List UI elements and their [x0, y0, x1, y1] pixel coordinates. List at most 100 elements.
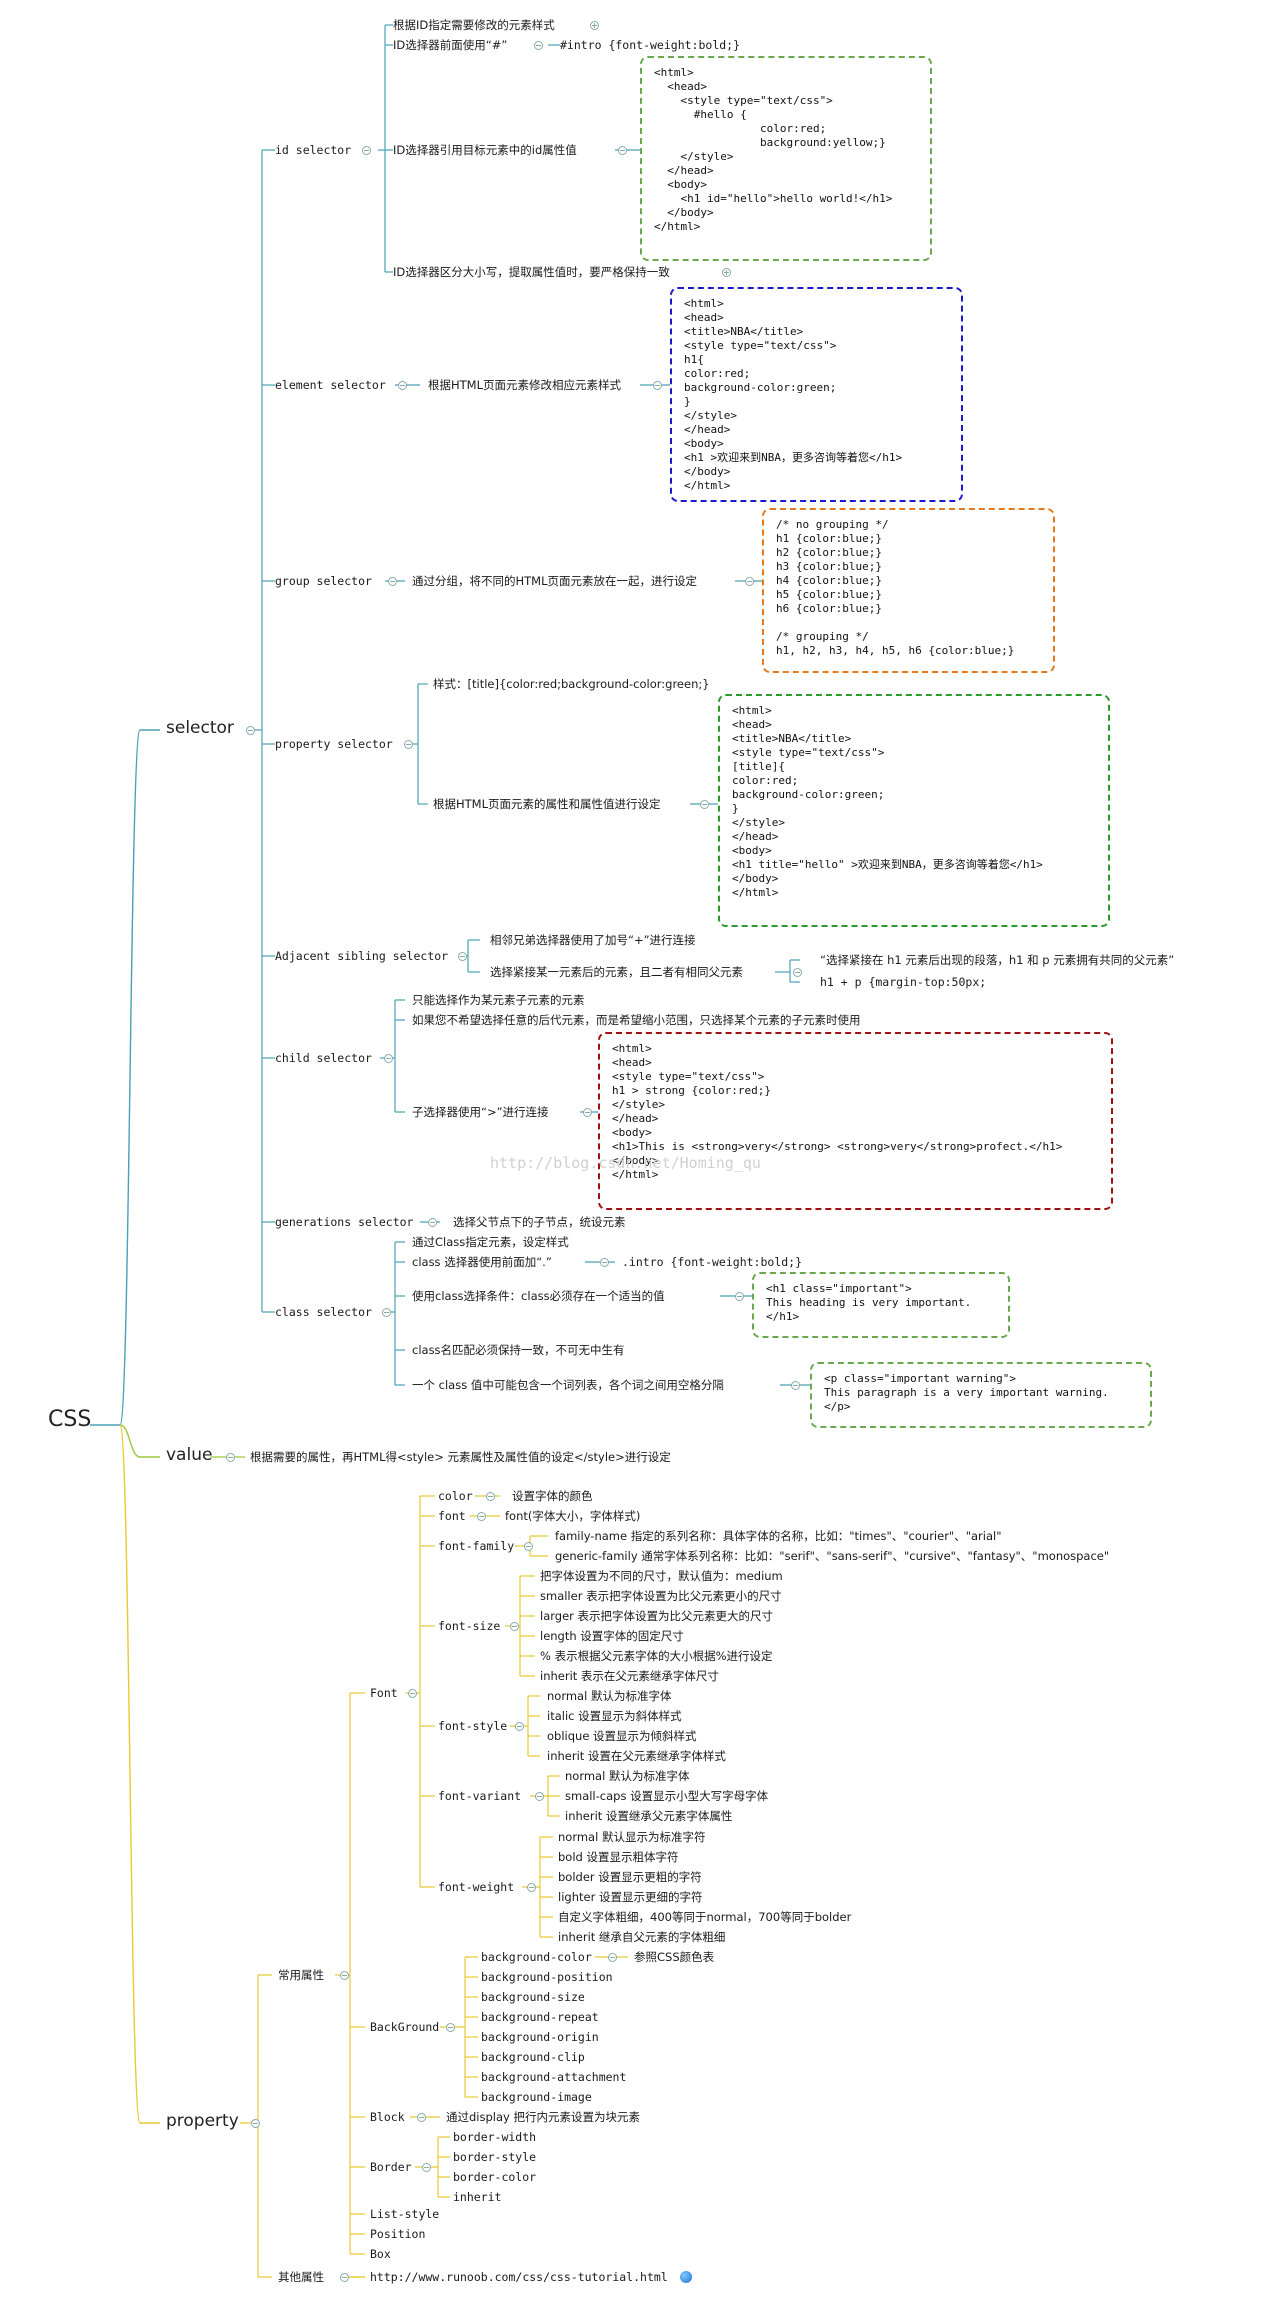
node-element-c1[interactable]: 根据HTML页面元素修改相应元素样式 — [428, 378, 621, 392]
node-child-c3[interactable]: 子选择器使用“>”进行连接 — [412, 1105, 549, 1119]
node-font-family[interactable]: font-family — [438, 1539, 515, 1553]
node-font-weight-item[interactable]: inherit 继承自父元素的字体粗细 — [558, 1930, 726, 1944]
node-font-style-item[interactable]: italic 设置显示为斜体样式 — [547, 1709, 682, 1723]
node-font-weight[interactable]: font-weight — [438, 1880, 515, 1894]
collapse-icon[interactable] — [600, 1258, 609, 1267]
node-common-properties[interactable]: 常用属性 — [278, 1968, 324, 1982]
node-adjacent-c1[interactable]: 相邻兄弟选择器使用了加号“+”进行连接 — [490, 933, 696, 947]
collapse-icon[interactable] — [486, 1492, 495, 1501]
node-font-style-item[interactable]: oblique 设置显示为倾斜样式 — [547, 1729, 697, 1743]
node-element-selector[interactable]: element selector — [275, 378, 386, 392]
collapse-icon[interactable] — [246, 726, 255, 735]
node-generations-selector[interactable]: generations selector — [275, 1215, 414, 1229]
collapse-icon[interactable] — [535, 1792, 544, 1801]
branch-selector[interactable]: selector — [166, 718, 234, 738]
node-box[interactable]: Box — [370, 2247, 391, 2261]
node-font-size-item[interactable]: % 表示根据父元素字体的大小根据%进行设定 — [540, 1649, 773, 1663]
collapse-icon[interactable] — [527, 1883, 536, 1892]
collapse-icon[interactable] — [510, 1622, 519, 1631]
collapse-icon[interactable] — [583, 1108, 592, 1117]
collapse-icon[interactable] — [791, 1381, 800, 1390]
branch-value[interactable]: value — [166, 1445, 213, 1465]
collapse-icon[interactable] — [398, 381, 407, 390]
node-background[interactable]: BackGround — [370, 2020, 440, 2034]
node-class-c4[interactable]: class名匹配必须保持一致，不可无中生有 — [412, 1343, 625, 1357]
node-font-weight-item[interactable]: bold 设置显示粗体字符 — [558, 1850, 679, 1864]
expand-icon[interactable] — [590, 21, 599, 30]
node-font-size-item[interactable]: larger 表示把字体设置为比父元素更大的尺寸 — [540, 1609, 774, 1623]
collapse-icon[interactable] — [404, 740, 413, 749]
node-class-selector[interactable]: class selector — [275, 1305, 372, 1319]
node-class-c5[interactable]: 一个 class 值中可能包含一个词列表，各个词之间用空格分隔 — [412, 1378, 724, 1392]
node-group-selector[interactable]: group selector — [275, 574, 372, 588]
collapse-icon[interactable] — [524, 1542, 533, 1551]
node-value-c1[interactable]: 根据需要的属性，再HTML得<style> 元素属性及属性值的设定</style… — [250, 1450, 671, 1464]
node-font-color-desc[interactable]: 设置字体的颜色 — [512, 1489, 593, 1503]
node-font-size-item[interactable]: length 设置字体的固定尺寸 — [540, 1629, 684, 1643]
node-font-variant[interactable]: font-variant — [438, 1789, 522, 1803]
node-group-c1[interactable]: 通过分组，将不同的HTML页面元素放在一起，进行设定 — [412, 574, 697, 588]
collapse-icon[interactable] — [408, 1689, 417, 1698]
collapse-icon[interactable] — [362, 146, 371, 155]
node-background-item[interactable]: background-color — [481, 1950, 592, 1964]
collapse-icon[interactable] — [340, 2273, 349, 2282]
node-adjacent-c2a[interactable]: “选择紧接在 h1 元素后出现的段落，h1 和 p 元素拥有共同的父元素” — [820, 953, 1175, 967]
node-class-c2-example[interactable]: .intro {font-weight:bold;} — [622, 1255, 803, 1269]
collapse-icon[interactable] — [700, 800, 709, 809]
node-id-c4[interactable]: ID选择器区分大小写，提取属性值时，要严格保持一致 — [393, 265, 670, 279]
node-font-style[interactable]: font-style — [438, 1719, 508, 1733]
collapse-icon[interactable] — [251, 2119, 260, 2128]
collapse-icon[interactable] — [618, 146, 627, 155]
node-background-item[interactable]: background-attachment — [481, 2070, 627, 2084]
node-font-size[interactable]: font-size — [438, 1619, 501, 1633]
node-background-color-desc[interactable]: 参照CSS颜色表 — [634, 1950, 715, 1964]
node-class-c3[interactable]: 使用class选择条件：class必须存在一个适当的值 — [412, 1289, 665, 1303]
node-border-item[interactable]: border-color — [453, 2170, 537, 2184]
node-background-item[interactable]: background-position — [481, 1970, 613, 1984]
node-adjacent-selector[interactable]: Adjacent sibling selector — [275, 949, 449, 963]
node-list-style[interactable]: List-style — [370, 2207, 440, 2221]
node-background-item[interactable]: background-size — [481, 1990, 585, 2004]
node-font-style-item[interactable]: inherit 设置在父元素继承字体样式 — [547, 1749, 726, 1763]
collapse-icon[interactable] — [653, 381, 662, 390]
node-font-font[interactable]: font — [438, 1509, 466, 1523]
node-child-c2[interactable]: 如果您不希望选择任意的后代元素，而是希望缩小范围，只选择某个元素的子元素时使用 — [412, 1013, 861, 1027]
node-font-weight-item[interactable]: 自定义字体粗细，400等同于normal，700等同于bolder — [558, 1910, 852, 1924]
globe-icon[interactable] — [680, 2271, 692, 2283]
collapse-icon[interactable] — [515, 1722, 524, 1731]
collapse-icon[interactable] — [477, 1512, 486, 1521]
collapse-icon[interactable] — [793, 968, 802, 977]
node-font-variant-item[interactable]: normal 默认为标准字体 — [565, 1769, 690, 1783]
node-font-variant-item[interactable]: small-caps 设置显示小型大写字母字体 — [565, 1789, 769, 1803]
branch-property[interactable]: property — [166, 2111, 239, 2131]
collapse-icon[interactable] — [384, 1054, 393, 1063]
node-font-family-item[interactable]: family-name 指定的系列名称：具体字体的名称，比如："times"、"… — [555, 1529, 1002, 1543]
node-other-properties[interactable]: 其他属性 — [278, 2270, 324, 2284]
node-border-item[interactable]: border-width — [453, 2130, 537, 2144]
collapse-icon[interactable] — [340, 1971, 349, 1980]
collapse-icon[interactable] — [422, 2163, 431, 2172]
node-block-desc[interactable]: 通过display 把行内元素设置为块元素 — [446, 2110, 640, 2124]
node-font-size-item[interactable]: smaller 表示把字体设置为比父元素更小的尺寸 — [540, 1589, 782, 1603]
node-background-item[interactable]: background-origin — [481, 2030, 599, 2044]
node-id-selector[interactable]: id selector — [275, 143, 352, 157]
collapse-icon[interactable] — [388, 577, 397, 586]
node-font[interactable]: Font — [370, 1686, 398, 1700]
root-node-css[interactable]: CSS — [48, 1407, 92, 1432]
collapse-icon[interactable] — [382, 1308, 391, 1317]
node-border[interactable]: Border — [370, 2160, 412, 2174]
node-font-size-item[interactable]: inherit 表示在父元素继承字体尺寸 — [540, 1669, 719, 1683]
collapse-icon[interactable] — [417, 2113, 426, 2122]
node-id-c2[interactable]: ID选择器前面使用“#” — [393, 38, 508, 52]
node-font-color[interactable]: color — [438, 1489, 473, 1503]
node-font-weight-item[interactable]: lighter 设置显示更细的字符 — [558, 1890, 703, 1904]
node-class-c1[interactable]: 通过Class指定元素，设定样式 — [412, 1235, 569, 1249]
collapse-icon[interactable] — [735, 1292, 744, 1301]
node-property-c2[interactable]: 根据HTML页面元素的属性和属性值进行设定 — [433, 797, 661, 811]
collapse-icon[interactable] — [745, 577, 754, 586]
node-position[interactable]: Position — [370, 2227, 426, 2241]
node-child-selector[interactable]: child selector — [275, 1051, 372, 1065]
collapse-icon[interactable] — [226, 1453, 235, 1462]
node-id-c2-example[interactable]: #intro {font-weight:bold;} — [560, 38, 741, 52]
node-id-c3[interactable]: ID选择器引用目标元素中的id属性值 — [393, 143, 577, 157]
